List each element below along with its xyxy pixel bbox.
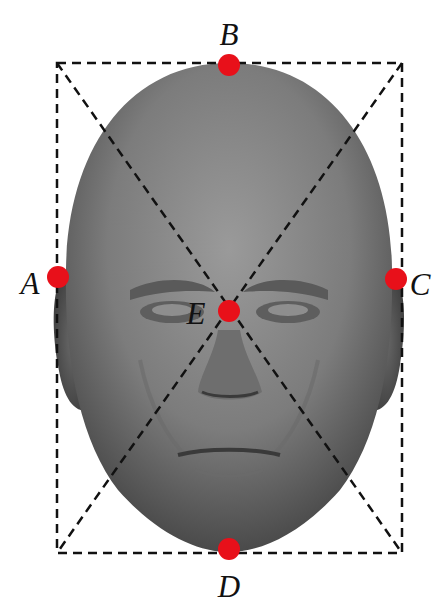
right-cheek-line bbox=[273, 360, 318, 455]
landmark-dot bbox=[218, 538, 240, 560]
mouth bbox=[178, 450, 280, 455]
right-brow bbox=[243, 280, 328, 300]
point-label: E bbox=[187, 298, 206, 329]
head-outline bbox=[66, 63, 392, 552]
lower-lip bbox=[195, 470, 263, 476]
diagonal-line bbox=[57, 63, 402, 553]
left-cheek-line bbox=[140, 360, 185, 455]
nostrils bbox=[202, 392, 258, 397]
landmark-dot bbox=[218, 300, 240, 322]
point-label: C bbox=[410, 269, 431, 300]
bounding-box bbox=[57, 63, 402, 553]
point-label: B bbox=[220, 19, 239, 50]
right-eye bbox=[256, 301, 320, 323]
landmark-dot bbox=[218, 54, 240, 76]
point-label: A bbox=[21, 268, 40, 299]
left-eyeball bbox=[152, 304, 192, 316]
point-label: D bbox=[218, 571, 240, 602]
right-eyeball bbox=[268, 304, 308, 316]
landmark-dot bbox=[385, 268, 407, 290]
landmark-dot bbox=[47, 266, 69, 288]
diagonal-line bbox=[57, 63, 402, 553]
